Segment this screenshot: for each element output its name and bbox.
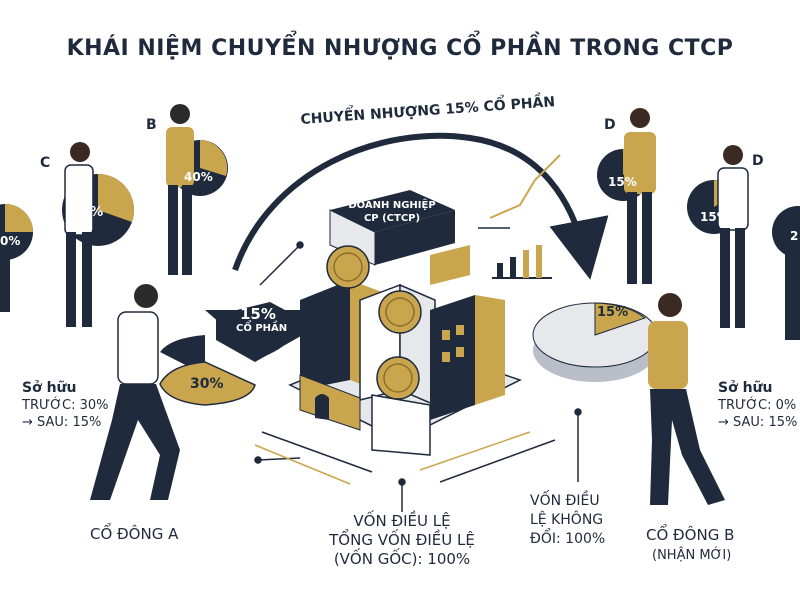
person-d bbox=[624, 108, 656, 284]
person-a bbox=[90, 284, 180, 500]
page-title: KHÁI NIỆM CHUYỂN NHƯỢNG CỔ PHẦN TRONG CT… bbox=[66, 36, 734, 61]
floor-arrows bbox=[254, 431, 556, 485]
person-left-edge bbox=[0, 232, 10, 312]
left-ownership-heading: Sở hữu bbox=[22, 380, 77, 396]
person-b-new bbox=[648, 293, 725, 505]
slice-30-percent bbox=[159, 335, 256, 406]
letter-d: D bbox=[604, 117, 616, 133]
company-building bbox=[288, 190, 522, 456]
left-ownership: Sở hữu TRƯỚC: 30% → SAU: 15% bbox=[22, 380, 108, 431]
slice-15-sublabel: CỔ PHẦN bbox=[236, 323, 288, 334]
person-c bbox=[64, 142, 94, 327]
person-d2 bbox=[717, 145, 749, 328]
slice-15-percent bbox=[205, 302, 308, 362]
pie-label-d: 15% bbox=[608, 175, 637, 189]
shareholder-b-label: CỔ ĐÔNG B bbox=[646, 526, 735, 544]
shareholder-b-sublabel: (NHẬN MỚI) bbox=[652, 548, 732, 563]
right-ownership-heading: Sở hữu bbox=[718, 380, 773, 396]
right-ownership: Sở hữu TRƯỚC: 0% → SAU: 15% bbox=[718, 380, 797, 431]
letter-b: B bbox=[146, 117, 157, 133]
left-ownership-before: TRƯỚC: 30% bbox=[22, 398, 109, 413]
slice-15-label: 15% bbox=[240, 305, 276, 323]
pie-label-left-edge: 0% bbox=[0, 234, 21, 248]
right-slice-label: 15% bbox=[597, 305, 629, 320]
person-b bbox=[166, 104, 194, 275]
pie-label-b: 40% bbox=[184, 170, 213, 184]
bar-chart-icon bbox=[489, 154, 561, 279]
letter-d2: D bbox=[752, 153, 764, 169]
right-ownership-after: → SAU: 15% bbox=[718, 415, 798, 430]
connector-lines bbox=[254, 227, 582, 512]
right-ownership-before: TRƯỚC: 0% bbox=[718, 398, 797, 413]
people bbox=[0, 104, 800, 505]
slice-30-label: 30% bbox=[190, 376, 224, 392]
charter-unchanged: VỐN ĐIỀU LỆ KHÔNG ĐỔI: 100% bbox=[530, 493, 606, 547]
pie-label-c: 40% bbox=[72, 205, 104, 220]
pie-label-right-edge: 2 bbox=[790, 229, 799, 243]
person-right-edge bbox=[785, 250, 800, 340]
right-pie bbox=[532, 302, 658, 382]
charter-total: VỐN ĐIỀU LỆ TỔNG VỐN ĐIỀU LỆ (VỐN GỐC): … bbox=[329, 512, 475, 568]
transfer-arrow bbox=[232, 132, 609, 280]
pie-label-d2: 15% bbox=[700, 210, 729, 224]
company-label: DOANH NGHIỆP CP (CTCP) bbox=[348, 200, 436, 224]
left-ownership-after: → SAU: 15% bbox=[22, 415, 102, 430]
letter-c: C bbox=[40, 155, 51, 171]
shareholder-a-label: CỔ ĐÔNG A bbox=[90, 525, 179, 543]
